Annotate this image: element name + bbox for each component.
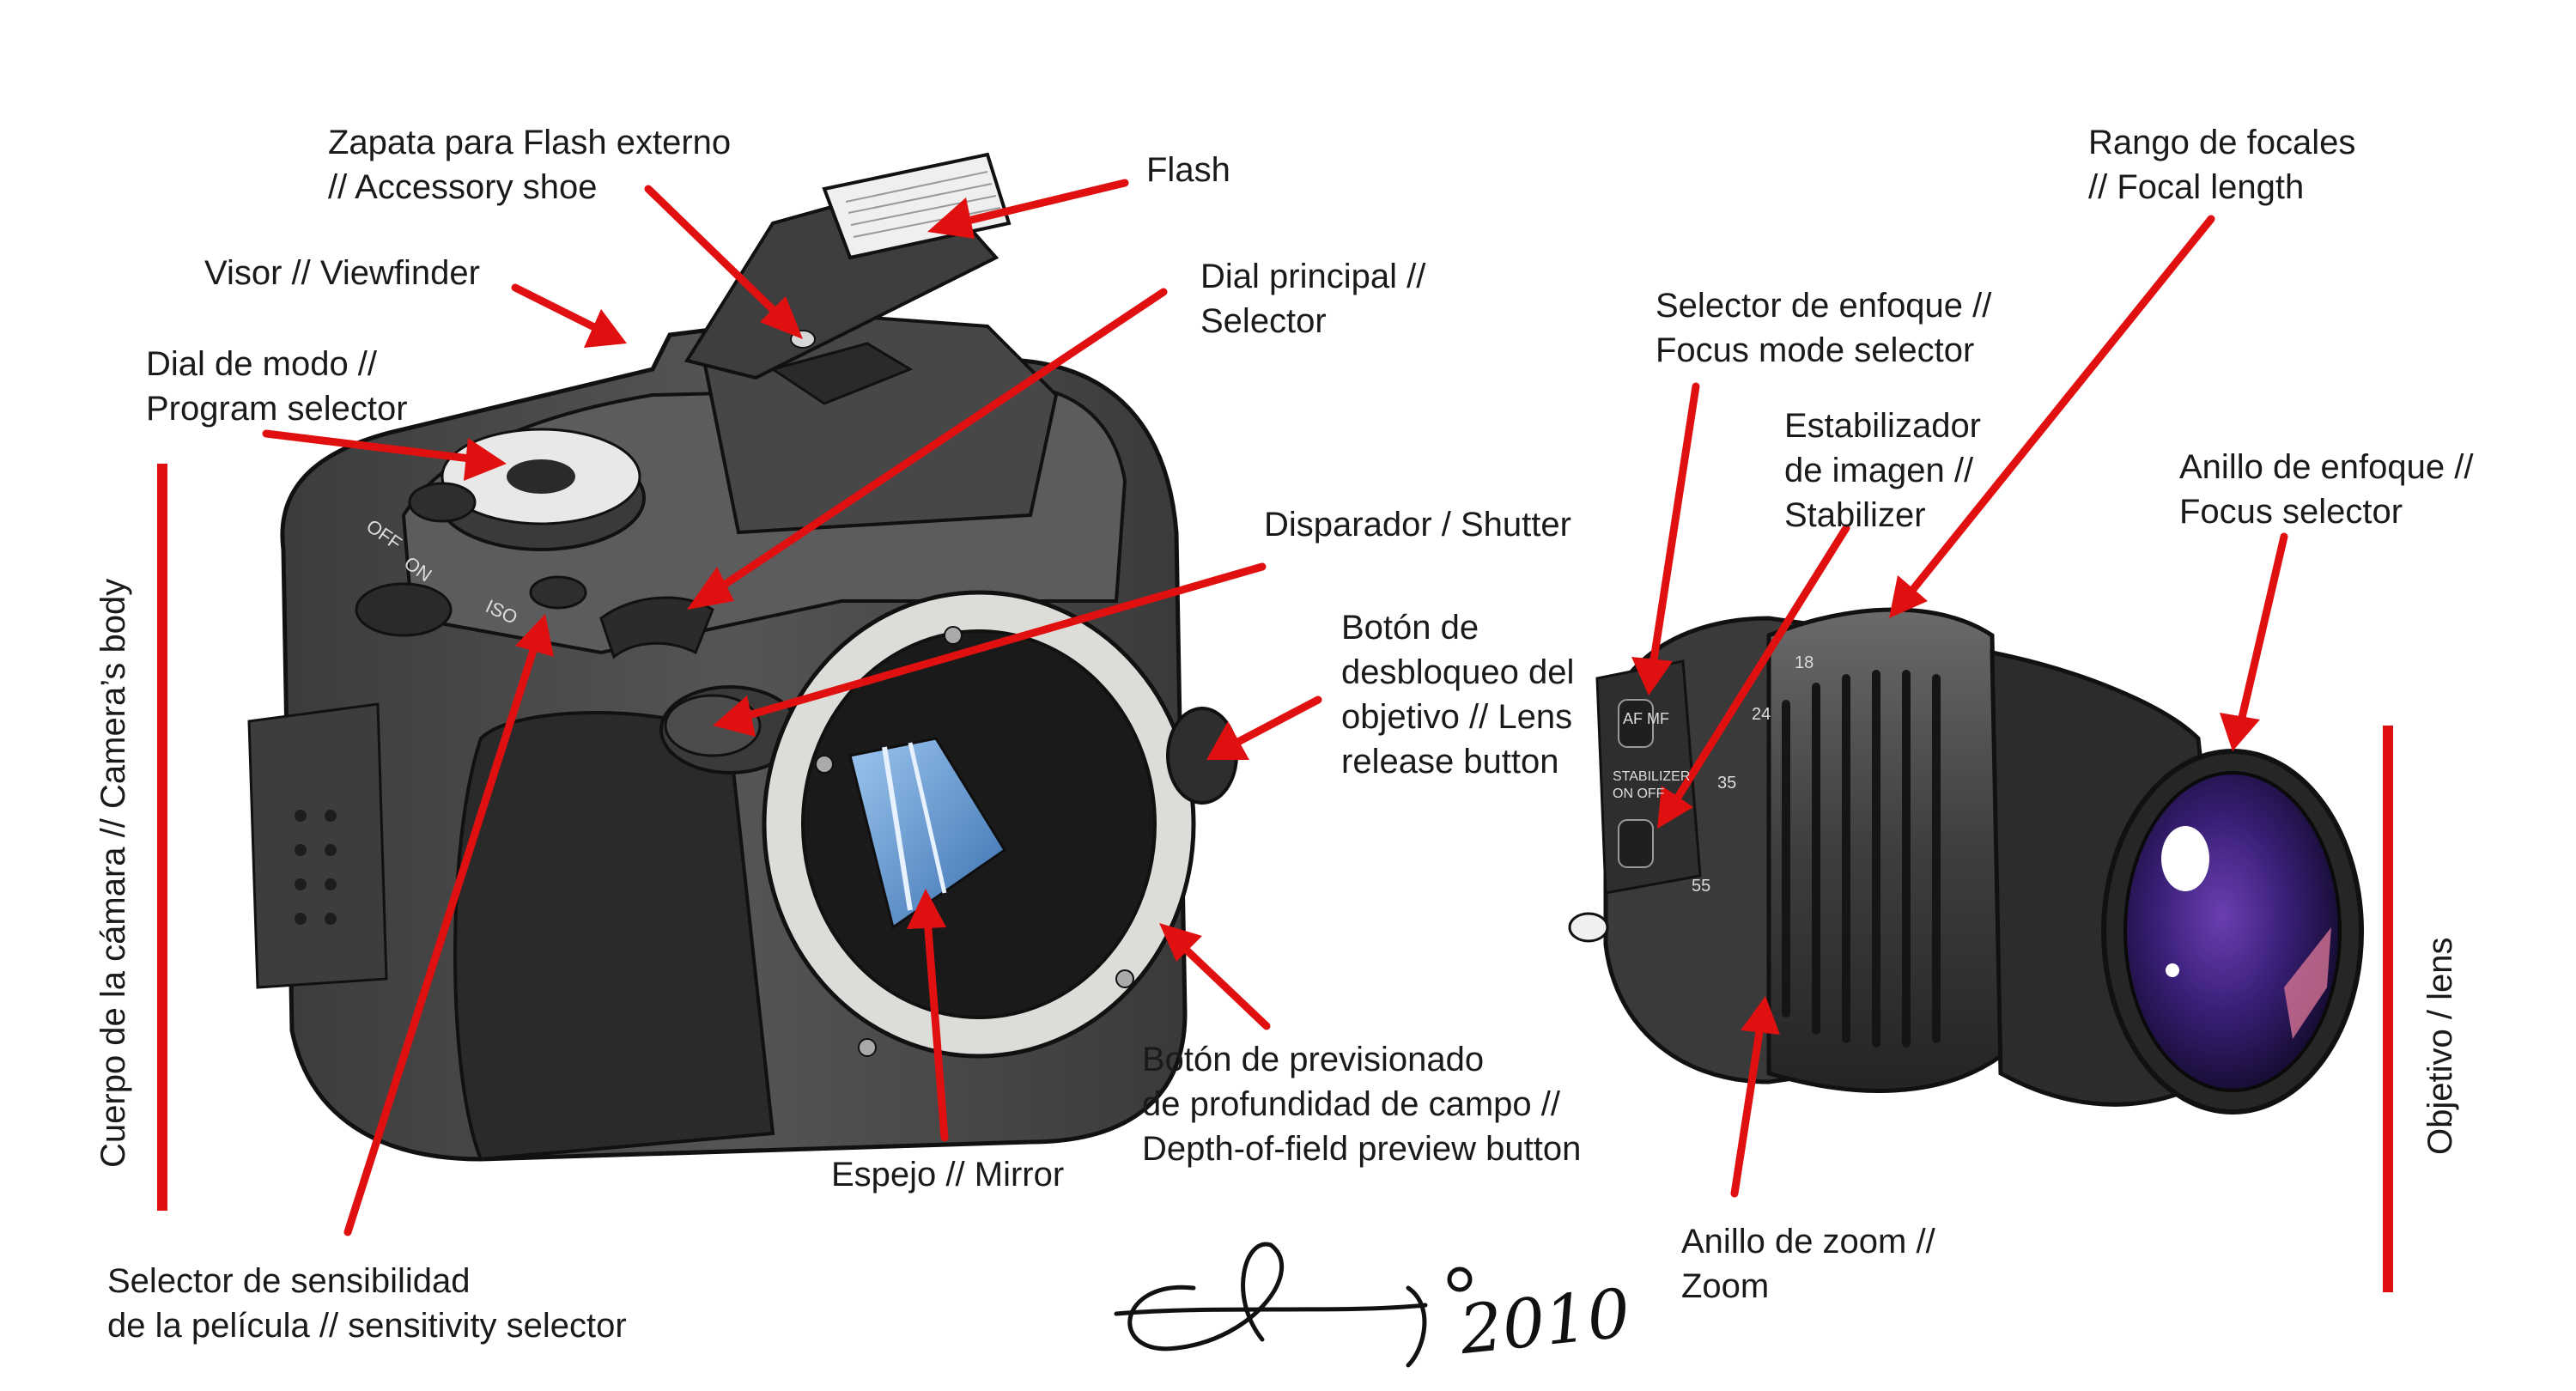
arrow-viewfinder-head: [584, 309, 627, 348]
arrow-dof: [1176, 940, 1271, 1030]
label-focal-range: Rango de focales// Focal length: [2088, 124, 2356, 206]
arrow-zoom-head: [1741, 996, 1780, 1035]
annotation-arrows: [262, 179, 2288, 1236]
arrow-shutter-head: [713, 696, 756, 737]
label-lens: Objetivo / lens: [2421, 937, 2459, 1155]
label-mode-dial: Dial de modo //Program selector: [146, 345, 408, 428]
arrow-shutter: [738, 562, 1267, 721]
arrow-focus-ring: [2237, 532, 2288, 726]
label-mirror: Espejo // Mirror: [831, 1156, 1065, 1194]
arrow-lens-release: [1232, 696, 1322, 747]
marking-af-mf: AF MF: [1623, 710, 1669, 727]
arrow-focus-mode: [1649, 382, 1700, 670]
arrow-focus-mode-head: [1631, 657, 1673, 696]
arrow-viewfinder: [511, 283, 605, 335]
arrow-mirror-head: [907, 889, 946, 929]
label-shutter: Disparador / Shutter: [1264, 506, 1571, 544]
arrow-flash: [953, 179, 1129, 228]
lens-side-bar: [2383, 726, 2393, 1292]
label-camera-body: Cuerpo de la cámara // Camera’s body: [94, 578, 132, 1168]
arrow-mirror: [923, 914, 949, 1142]
camera-body: [247, 152, 1238, 1162]
label-accessory-shoe: Zapata para Flash externo// Accessory sh…: [328, 124, 732, 206]
label-main-dial: Dial principal //Selector: [1200, 258, 1426, 340]
arrow-shoe: [644, 185, 790, 326]
arrow-dof-head: [1159, 923, 1202, 962]
arrow-mode-dial: [262, 429, 481, 464]
arrow-mode-dial-head: [464, 438, 507, 481]
arrow-focus-ring-head: [2220, 713, 2260, 751]
body-side-bar: [157, 464, 167, 1211]
label-zoom-ring: Anillo de zoom //Zoom: [1681, 1223, 1935, 1305]
label-focus-mode: Selector de enfoque //Focus mode selecto…: [1656, 287, 1992, 369]
arrow-stabilizer: [1670, 524, 1850, 807]
label-focus-ring: Anillo de enfoque //Focus selector: [2179, 448, 2474, 531]
label-viewfinder: Visor // Viewfinder: [204, 254, 480, 292]
marking-focal-55: 55: [1692, 877, 1711, 896]
signature-year: 2010: [1455, 1274, 1634, 1370]
arrow-iso: [343, 635, 541, 1236]
arrow-iso-head: [515, 614, 554, 657]
arrow-lens-release-head: [1206, 721, 1249, 760]
arrow-focal-head: [1889, 575, 1928, 618]
arrow-focal: [1906, 215, 2215, 597]
arrow-main-dial-head: [687, 567, 734, 610]
arrow-zoom: [1730, 1022, 1765, 1198]
arrow-stabilizer-head: [1657, 786, 1693, 829]
arrow-shoe-head: [760, 296, 803, 339]
lens-illustration: [1568, 607, 2364, 1115]
signature: [1114, 1242, 1473, 1368]
arrow-flash-head: [927, 197, 975, 239]
label-flash: Flash: [1146, 151, 1230, 189]
marking-focal-35: 35: [1717, 774, 1737, 793]
marking-focal-24: 24: [1752, 705, 1771, 724]
arrow-main-dial: [708, 288, 1168, 597]
marking-focal-18: 18: [1795, 653, 1814, 672]
